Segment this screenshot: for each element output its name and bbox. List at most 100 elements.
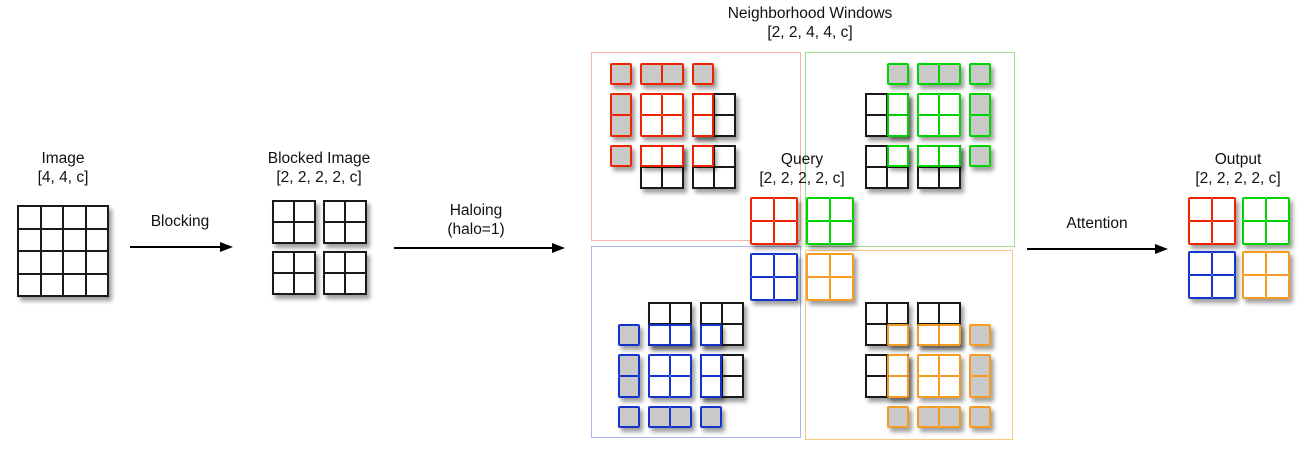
top-right-window-cells-3-cell <box>888 94 908 115</box>
window-box-top-right <box>805 52 1015 247</box>
bottom-right-window-cells-5-cell <box>970 355 990 376</box>
top-right-window-cells-6 <box>887 145 909 167</box>
output-block-blue-cell <box>1189 252 1212 275</box>
query-block-orange-cell <box>830 254 853 277</box>
bottom-left-window-cells-5-cell <box>701 376 721 397</box>
bottom-left-window-cells-3-cell <box>619 376 639 397</box>
top-left-window-cells-3-cell <box>611 115 631 136</box>
bottom-left-window-cells-5-cell <box>701 355 721 376</box>
blocked-image-block-3-cell <box>345 273 366 294</box>
query-title: Query <box>780 151 824 168</box>
top-left-window-cells-7-cell <box>662 146 683 166</box>
window-box-bottom-right <box>805 250 1013 440</box>
top-right-window-cells-5-cell <box>970 115 990 136</box>
bottom-left-window-cells-2 <box>700 324 722 346</box>
image-grid-cell <box>63 206 86 229</box>
bottom-right-window-cells-7 <box>917 406 961 428</box>
bottom-right-window-cells-4-cell <box>939 355 960 376</box>
bottom-right-window-cells-0 <box>887 324 909 346</box>
output-block-green <box>1242 197 1290 245</box>
bottom-right-window-cells-4-cell <box>918 355 939 376</box>
image-grid-cell <box>63 251 86 274</box>
bottom-left-window-cells-1-cell <box>649 325 670 345</box>
top-left-window-cells-1-cell <box>662 64 683 84</box>
blocked-image-title: Blocked Image <box>267 150 371 167</box>
bottom-right-window-cells-1 <box>917 324 961 346</box>
output-block-orange-cell <box>1266 252 1289 275</box>
image-grid-cell <box>40 251 63 274</box>
bottom-right-neighbor-block-1-cell <box>939 303 960 324</box>
image-grid-cell <box>18 206 41 229</box>
query-block-green-cell <box>830 221 853 244</box>
query-block-blue-cell <box>774 277 797 300</box>
bottom-right-window-cells-0-cell <box>888 325 908 345</box>
blocked-image-block-1-cell <box>345 201 366 222</box>
query-block-orange <box>806 253 854 301</box>
top-left-window-cells-3 <box>610 93 632 137</box>
attention-arrow-label: Attention <box>1066 215 1128 232</box>
query-block-blue-cell <box>751 254 774 277</box>
bottom-left-window-cells-4-cell <box>649 355 670 376</box>
output-block-blue-cell <box>1212 275 1235 298</box>
output-title: Output <box>1214 151 1262 168</box>
query-label: Query [2, 2, 2, 2, c] <box>712 150 892 188</box>
top-right-window-cells-7-cell <box>939 146 960 166</box>
output-block-red-cell <box>1189 198 1212 221</box>
output-block-orange-cell <box>1243 252 1266 275</box>
top-left-window-cells-5 <box>692 93 714 137</box>
top-right-window-cells-0-cell <box>888 64 908 84</box>
top-left-window-cells-5-cell <box>693 94 713 115</box>
top-right-window-cells-4-cell <box>939 94 960 115</box>
bottom-left-window-cells-4-cell <box>670 376 691 397</box>
output-block-red <box>1188 197 1236 245</box>
top-left-neighbor-block-1-cell <box>662 167 683 188</box>
top-right-window-cells-6-cell <box>888 146 908 166</box>
top-right-neighbor-block-2-cell <box>918 167 939 188</box>
top-right-neighbor-block-0-cell <box>866 115 887 136</box>
bottom-right-neighbor-block-2-cell <box>866 376 887 397</box>
bottom-left-window-cells-1 <box>648 324 692 346</box>
haloing-arrow-label: Haloing (halo=1) <box>416 201 536 239</box>
attention-arrowhead-icon <box>1155 244 1168 254</box>
top-left-window-cells-4-cell <box>641 115 662 136</box>
top-left-window-cells-4-cell <box>662 94 683 115</box>
image-shape: [4, 4, c] <box>37 169 89 186</box>
top-right-neighbor-block-0-cell <box>866 94 887 115</box>
top-right-window-cells-8 <box>969 145 991 167</box>
haloing-label-line2: (halo=1) <box>447 221 505 238</box>
bottom-right-window-cells-3-cell <box>888 355 908 376</box>
blocked-image-block-0-cell <box>273 222 294 243</box>
top-left-neighbor-block-2-cell <box>693 167 714 188</box>
output-block-red-cell <box>1212 198 1235 221</box>
output-block-green-cell <box>1243 198 1266 221</box>
query-block-red-cell <box>774 221 797 244</box>
top-left-neighbor-block-2-cell <box>714 146 735 167</box>
image-title: Image <box>41 150 85 167</box>
output-block-green-cell <box>1266 198 1289 221</box>
bottom-right-neighbor-block-0-cell <box>866 324 887 345</box>
top-right-window-cells-0 <box>887 63 909 85</box>
bottom-left-window-cells-4-cell <box>670 355 691 376</box>
bottom-right-window-cells-5-cell <box>970 376 990 397</box>
bottom-left-window-cells-7-cell <box>649 407 670 427</box>
top-left-window-cells-6 <box>610 145 632 167</box>
blocked-image-block-3-cell <box>324 273 345 294</box>
top-right-window-cells-4-cell <box>939 115 960 136</box>
bottom-right-window-cells-6-cell <box>888 407 908 427</box>
top-right-neighbor-block-2-cell <box>939 167 960 188</box>
bottom-right-neighbor-block-1-cell <box>918 303 939 324</box>
top-right-window-cells-1-cell <box>939 64 960 84</box>
image-grid-cell <box>85 206 108 229</box>
query-block-red-cell <box>751 198 774 221</box>
query-block-red-cell <box>751 221 774 244</box>
neighborhood-windows-title: Neighborhood Windows <box>727 5 893 22</box>
top-left-window-cells-1-cell <box>641 64 662 84</box>
bottom-left-window-cells-6-cell <box>619 407 639 427</box>
top-left-neighbor-block-0-cell <box>714 115 735 136</box>
blocked-image-block-3-cell <box>345 252 366 273</box>
top-left-window-cells-2-cell <box>693 64 713 84</box>
top-right-window-cells-8-cell <box>970 146 990 166</box>
output-block-red-cell <box>1212 221 1235 244</box>
window-box-bottom-left <box>591 246 801 438</box>
